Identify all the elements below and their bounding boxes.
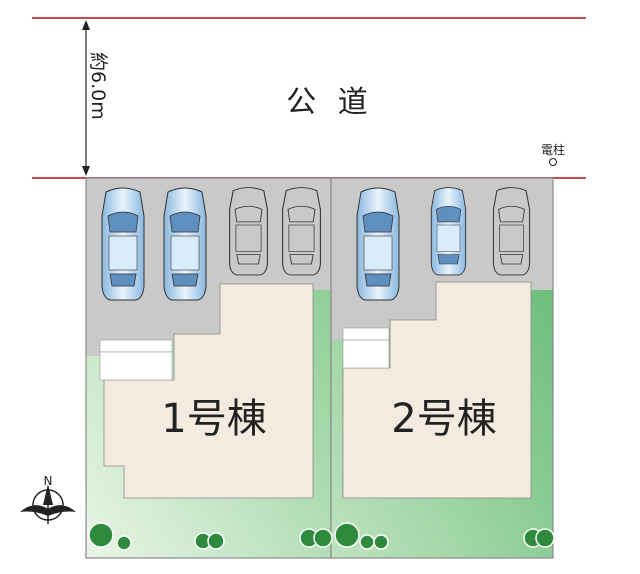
north-compass: N	[20, 474, 76, 524]
road-width-label: 約6.0m	[87, 52, 109, 120]
utility-pole-icon	[549, 158, 557, 166]
arrow-down-icon	[82, 166, 90, 176]
utility-pole-label: 電柱	[541, 142, 565, 157]
lot-1-entry-step	[99, 339, 173, 353]
road-width-dimension: 約6.0m	[82, 20, 109, 176]
building-2-label: 2号棟	[391, 396, 496, 442]
utility-pole: 電柱	[541, 142, 565, 166]
tree-icon	[116, 535, 132, 551]
arrow-up-icon	[82, 20, 90, 30]
parking-cars	[101, 187, 531, 301]
car-outline-icon	[492, 187, 531, 276]
trees	[88, 522, 555, 551]
lot-1-entry-porch	[99, 351, 173, 381]
lot-2-entry-step	[342, 327, 390, 341]
tree-icon	[359, 534, 375, 550]
car-icon	[101, 187, 145, 301]
north-label: N	[44, 474, 53, 488]
car-icon	[356, 187, 400, 301]
public-road: 公 道	[32, 17, 586, 179]
car-outline-icon	[229, 187, 268, 276]
lot-1-building	[103, 283, 314, 499]
road-label: 公 道	[286, 85, 374, 120]
lot-1: 1号棟	[85, 177, 332, 559]
lot-2-entry-porch	[342, 339, 390, 369]
tree-icon	[207, 532, 225, 550]
tree-icon	[535, 528, 555, 548]
tree-icon	[334, 522, 360, 548]
lot-1-parking	[86, 178, 331, 356]
compact-car-icon	[430, 187, 467, 276]
car-icon	[163, 187, 207, 301]
car-outline-icon	[282, 187, 321, 276]
lot-2-outline	[330, 177, 554, 559]
north-arrow-icon	[43, 484, 53, 505]
tree-icon	[313, 528, 333, 548]
tree-icon	[373, 534, 389, 550]
tree-icon	[88, 522, 114, 548]
building-1-label: 1号棟	[161, 396, 266, 442]
